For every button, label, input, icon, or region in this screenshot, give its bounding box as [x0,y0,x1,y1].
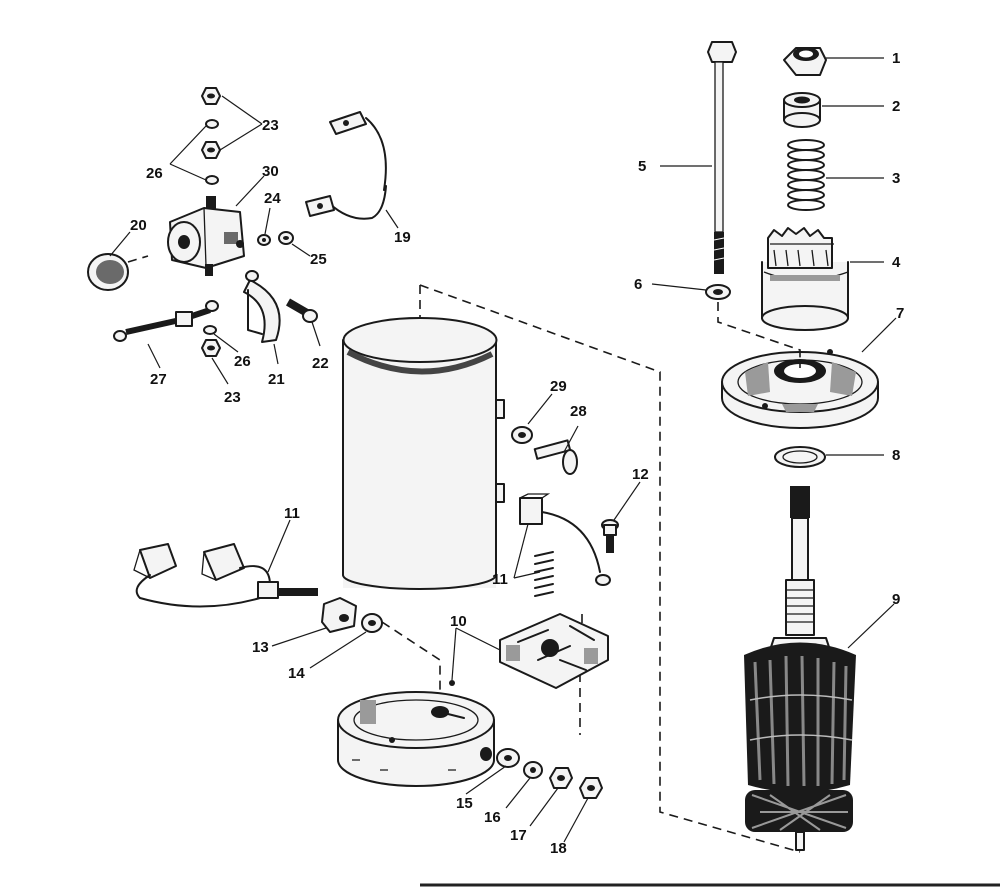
callout-5: 5 [638,158,646,175]
callout-23-top: 23 [262,117,279,134]
callout-6: 6 [634,276,642,293]
callout-29: 29 [550,378,567,395]
part-7-end-plate [721,349,879,429]
part-14-washer [361,613,383,633]
callout-7: 7 [896,305,904,322]
callout-23-bottom: 23 [224,389,241,406]
part-20-boot [87,253,149,291]
part-24-washer [257,234,271,246]
callout-17: 17 [510,827,527,844]
callout-30: 30 [262,163,279,180]
part-26-washer-mid [205,175,219,185]
callout-27: 27 [150,371,167,388]
callout-12: 12 [632,466,649,483]
part-11-brush-set [133,543,318,608]
callout-11-right: 11 [492,571,508,588]
part-29-washer [511,426,533,444]
callout-26-top: 26 [146,165,163,182]
part-4-pinion-gear [761,227,849,331]
part-26-washer-lower [203,325,217,335]
callout-3: 3 [892,170,900,187]
commutator-end-cap [337,680,495,787]
part-9-armature [744,486,856,851]
part-17-nut [549,767,573,789]
callout-19: 19 [394,229,411,246]
part-26-washer-top [205,119,219,129]
callout-21: 21 [268,371,285,388]
part-11-brush-and-spring [519,493,611,597]
part-25-washer [278,231,294,245]
leader-lines [109,57,897,843]
callout-15: 15 [456,795,473,812]
callout-22: 22 [312,355,329,372]
callout-1: 1 [892,50,900,67]
part-6-washer [705,284,731,300]
callout-2: 2 [892,98,900,115]
part-28-screw [533,439,578,475]
part-23-nut-mid [201,141,221,159]
callout-14: 14 [288,665,305,682]
part-12-bolt [601,519,619,553]
callout-26-bottom: 26 [234,353,251,370]
callout-13: 13 [252,639,269,656]
part-18-nut [579,777,603,799]
part-8-washer [774,446,826,468]
assembly-dashed-outline [419,284,801,853]
part-5-through-bolt [707,41,737,274]
part-23-nut-top [201,87,221,105]
part-13-clip [321,597,357,633]
part-21-bracket [243,270,281,343]
callout-11-left: 11 [284,505,300,522]
callout-10: 10 [450,613,467,630]
part-23-nut-lower [201,339,221,357]
callout-18: 18 [550,840,567,857]
callout-9: 9 [892,591,900,608]
part-3-spring [787,139,825,211]
part-19-cable [305,111,387,220]
callout-24: 24 [264,190,281,207]
part-30-solenoid [167,196,245,276]
part-22-screw [286,298,318,323]
callout-4: 4 [892,254,901,271]
callout-25: 25 [310,251,327,268]
callout-16: 16 [484,809,501,826]
part-27-stud [113,300,219,342]
part-2-spacer [783,92,821,128]
part-10-brush-plate [499,613,609,689]
callout-8: 8 [892,447,900,464]
callout-28: 28 [570,403,587,420]
callout-20: 20 [130,217,147,234]
part-16-lock-washer [523,761,543,779]
callout-labels: 1 2 3 4 5 6 7 8 9 10 11 11 12 13 14 15 1… [130,50,904,857]
field-frame-housing [342,317,505,590]
part-15-washer [496,748,520,768]
part-1-nut [783,47,827,76]
